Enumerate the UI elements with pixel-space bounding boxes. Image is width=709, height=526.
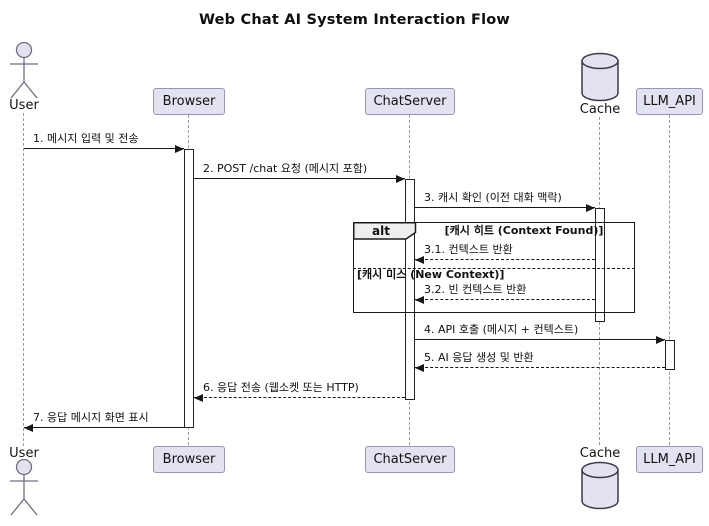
message-1-arrow [24,148,184,149]
participant-label-llm-api-bottom: LLM_API [643,452,696,467]
participant-label-browser-bottom: Browser [162,452,216,467]
message-7-label: 7. 응답 메시지 화면 표시 [33,411,149,424]
participant-label-llm-api-top: LLM_API [643,94,696,109]
message-7-arrowhead-icon [24,424,33,432]
message-3-label: 3. 캐시 확인 (이전 대화 맥락) [424,191,562,204]
alt-operator-pentagon [353,222,417,240]
message-6-label: 6. 응답 전송 (웹소켓 또는 HTTP) [203,381,359,394]
user-actor-icon-bottom [6,459,42,517]
message-2-label: 2. POST /chat 요청 (메시지 포함) [203,162,368,175]
activation-bar-chatserver [405,179,415,400]
participant-box-browser-bottom: Browser [153,446,225,473]
message-3-2-arrow [415,299,595,300]
message-3-arrowhead-icon [586,204,595,212]
activation-bar-llm-api [665,340,675,370]
participant-label-cache-bottom: Cache [579,446,621,461]
message-3-1-arrowhead-icon [415,256,424,264]
user-actor-icon-top [6,42,42,100]
message-3-1-arrow [415,259,595,260]
message-5-arrow [415,367,665,368]
message-1-label: 1. 메시지 입력 및 전송 [33,132,139,145]
participant-box-llm-api-bottom: LLM_API [636,446,703,473]
actor-label-user-bottom: User [9,446,39,461]
message-3-2-arrowhead-icon [415,296,424,304]
message-6-arrowhead-icon [194,394,203,402]
activation-bar-cache [595,208,605,322]
database-cache-icon-bottom [580,461,620,510]
database-cache-icon-top [580,52,620,102]
message-5-label: 5. AI 응답 생성 및 반환 [424,351,534,364]
alt-condition-miss: [캐시 미스 (New Context)] [357,268,505,281]
message-4-arrow [415,339,665,340]
activation-bar-browser [184,149,194,428]
message-3-arrow [415,207,595,208]
diagram-title: Web Chat AI System Interaction Flow [198,12,511,28]
message-1-arrowhead-icon [175,145,184,153]
alt-else-divider [353,268,635,269]
participant-label-chatserver-bottom: ChatServer [373,452,447,467]
alt-operator-label: alt [372,224,390,238]
lifeline-llm-api [669,115,670,445]
participant-box-chatserver-bottom: ChatServer [365,446,455,473]
lifeline-user [23,113,24,446]
message-2-arrowhead-icon [396,175,405,183]
message-5-arrowhead-icon [415,364,424,372]
alt-condition-hit: [캐시 히트 (Context Found)] [444,224,604,237]
message-7-arrow [24,427,184,428]
message-3-1-label: 3.1. 컨텍스트 반환 [424,243,513,256]
participant-box-chatserver-top: ChatServer [365,88,455,115]
message-2-arrow [194,178,405,179]
message-4-arrowhead-icon [656,336,665,344]
participant-box-llm-api-top: LLM_API [636,88,703,115]
message-6-arrow [194,397,405,398]
participant-box-browser-top: Browser [153,88,225,115]
message-3-2-label: 3.2. 빈 컨텍스트 반환 [424,283,527,296]
participant-label-cache-top: Cache [579,102,621,117]
alt-fragment-frame [353,222,635,313]
participant-label-chatserver-top: ChatServer [373,94,447,109]
actor-label-user-top: User [9,98,39,113]
message-4-label: 4. API 호출 (메시지 + 컨텍스트) [424,323,579,336]
participant-label-browser-top: Browser [162,94,216,109]
